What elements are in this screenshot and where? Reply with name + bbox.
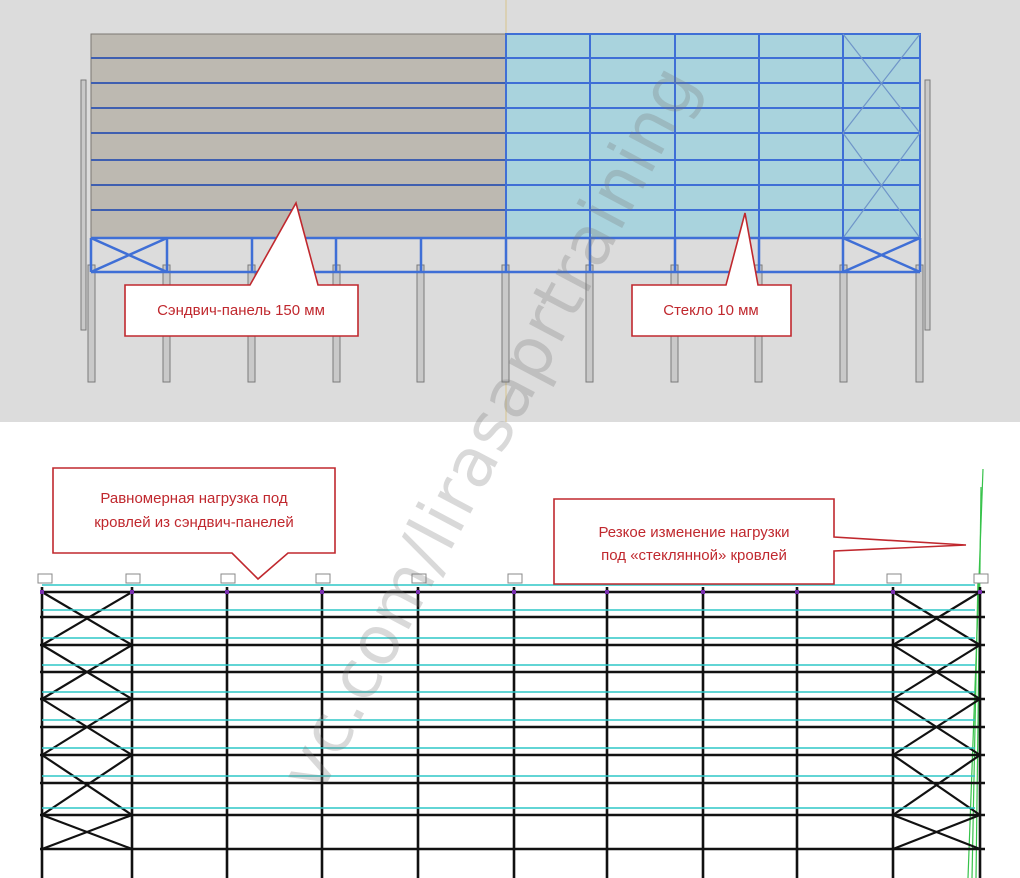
callout-sharp-line1: Резкое изменение нагрузки bbox=[598, 524, 789, 541]
callout-glass-text: Стекло 10 мм bbox=[663, 302, 759, 319]
building-render: Сэндвич-панель 150 мм Стекло 10 мм bbox=[80, 0, 931, 422]
analysis-model-view: Равномерная нагрузка под кровлей из сэнд… bbox=[0, 427, 1020, 878]
cross-bracing bbox=[41, 591, 981, 851]
callout-uniform-line2: кровлей из сэндвич-панелей bbox=[94, 514, 294, 531]
callout-uniform-line1: Равномерная нагрузка под bbox=[100, 490, 288, 507]
view-divider bbox=[0, 422, 1020, 427]
uniform-load-lines bbox=[42, 584, 975, 809]
frame-model bbox=[40, 587, 985, 878]
callout-uniform-load: Равномерная нагрузка под кровлей из сэнд… bbox=[52, 467, 336, 581]
lower-frame bbox=[89, 236, 922, 274]
node-markers bbox=[40, 590, 982, 594]
callout-sharp-line2: под «стеклянной» кровлей bbox=[601, 547, 787, 564]
building-render-view: Сэндвич-панель 150 мм Стекло 10 мм bbox=[0, 0, 1020, 422]
callout-sharp-load: Резкое изменение нагрузки под «стеклянно… bbox=[553, 498, 967, 585]
callout-glass: Стекло 10 мм bbox=[631, 212, 792, 337]
callout-sandwich-text: Сэндвич-панель 150 мм bbox=[157, 302, 325, 319]
analysis-model: Равномерная нагрузка под кровлей из сэнд… bbox=[37, 467, 989, 878]
callout-sandwich-panel: Сэндвич-панель 150 мм bbox=[124, 200, 359, 337]
sandwich-panel-facade bbox=[90, 33, 507, 239]
support-icons bbox=[37, 573, 989, 584]
glass-facade bbox=[505, 33, 921, 239]
